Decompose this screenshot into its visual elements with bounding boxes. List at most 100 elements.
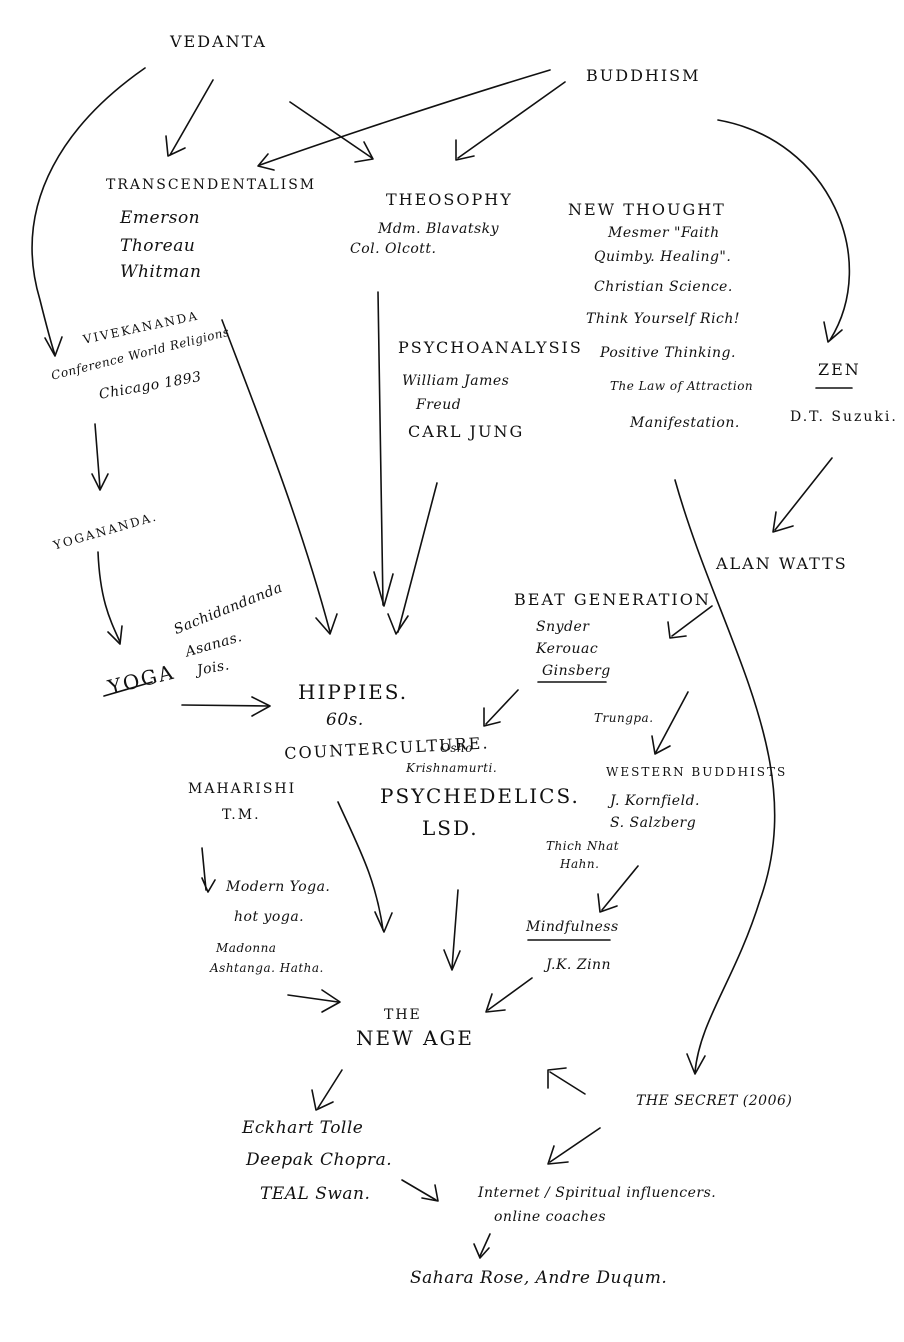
guru-deepak-chopra: Deepak Chopra. <box>246 1150 393 1170</box>
arrowhead <box>311 1089 334 1111</box>
guru-eckhart-tolle: Eckhart Tolle <box>242 1118 364 1138</box>
arrowhead <box>651 735 671 755</box>
node-zen-title: ZEN <box>818 360 861 379</box>
psychedelics: PSYCHEDELICS. <box>380 784 580 808</box>
arrow-secret-to-internet <box>549 1127 601 1163</box>
arrow-yogananda-to-yoga <box>97 551 121 643</box>
node-western-buddhists-title: WESTERN BUDDHISTS <box>606 765 788 779</box>
arrow-vivekananda-to-yogananda <box>94 423 101 489</box>
arrowhead <box>597 893 618 913</box>
arrow-maharishi-to-modern-yoga <box>201 847 207 891</box>
node-new-age-title: NEW AGE <box>356 1026 475 1050</box>
person-ginsberg: Ginsberg <box>542 663 611 679</box>
arrow-theosophy-to-hippies <box>377 291 384 606</box>
maharishi-tm: T.M. <box>222 807 261 823</box>
arrowhead <box>387 613 409 635</box>
person-snyder: Snyder <box>536 619 590 635</box>
arrowhead <box>473 1243 490 1259</box>
arrow-beat-to-hippies <box>485 689 519 725</box>
arrow-thich-nhat-hanh-to-mindfulness <box>601 865 639 911</box>
person-emerson: Emerson <box>120 208 201 228</box>
node-theosophy-title: THEOSOPHY <box>386 190 513 209</box>
online-coaches: online coaches <box>494 1209 607 1225</box>
arrow-beat-to-western-buddhists <box>655 691 689 753</box>
node-maharishi-title: MAHARISHI <box>188 781 297 797</box>
person-thoreau: Thoreau <box>120 236 196 256</box>
node-buddhism: BUDDHISM <box>586 66 701 85</box>
ashtanga-hatha: Ashtanga. Hatha. <box>210 961 324 975</box>
person-whitman: Whitman <box>120 262 202 282</box>
item-mesmer: Mesmer "Faith <box>608 225 720 241</box>
arrowhead <box>201 877 216 893</box>
arrow-buddhism-to-transcendentalism <box>259 69 551 166</box>
madonna: Madonna <box>216 941 277 955</box>
hot-yoga: hot yoga. <box>234 909 305 925</box>
arrow-secret-to-new-age <box>549 1071 586 1095</box>
arrow-new-thought-to-secret <box>674 479 776 1073</box>
arrowhead <box>257 153 275 171</box>
item-law-of-attraction: The Law of Attraction <box>610 379 754 393</box>
person-william-james: William James <box>402 373 510 389</box>
person-freud: Freud <box>416 397 462 413</box>
person-hahn: Hahn. <box>560 857 600 871</box>
node-beat-generation-title: BEAT GENERATION <box>514 590 711 609</box>
teacher-osho: Osho <box>440 741 473 755</box>
person-kerouac: Kerouac <box>536 641 599 657</box>
arrowhead <box>772 511 794 533</box>
node-hippies-title: HIPPIES. <box>298 680 409 704</box>
person-blavatsky: Mdm. Blavatsky <box>378 221 500 237</box>
person-salzberg: S. Salzberg <box>610 815 697 831</box>
arrowhead <box>373 571 394 607</box>
node-the-secret: THE SECRET (2006) <box>636 1093 793 1109</box>
person-olcott: Col. Olcott. <box>350 241 437 257</box>
arrow-mindfulness-to-new-age <box>487 977 533 1011</box>
modern-yoga: Modern Yoga. <box>226 879 331 895</box>
person-jk-zinn: J.K. Zinn <box>546 957 612 973</box>
item-positive-thinking: Positive Thinking. <box>600 345 736 361</box>
arrowhead <box>455 139 475 161</box>
node-transcendentalism-title: TRANSCENDENTALISM <box>106 177 317 193</box>
arrow-zen-to-alan-watts <box>774 457 833 531</box>
arrowhead <box>315 613 338 635</box>
arrow-internet-to-influencers <box>479 1233 491 1257</box>
person-suzuki: D.T. Suzuki. <box>790 409 898 425</box>
node-vedanta: VEDANTA <box>170 32 267 51</box>
arrow-psychoanalysis-to-hippies <box>397 482 438 633</box>
hippies-decade: 60s. <box>326 710 364 730</box>
arrowhead <box>485 993 506 1013</box>
arrowhead <box>44 336 63 357</box>
arrowhead <box>547 1145 569 1165</box>
arrow-counterculture-to-new-age <box>337 801 384 931</box>
yoga-underline <box>103 681 153 697</box>
person-thich-nhat: Thich Nhat <box>546 839 620 853</box>
arrow-vedanta-to-vivekananda <box>31 67 146 356</box>
arrowhead <box>91 473 109 491</box>
arrowhead <box>107 625 123 645</box>
node-alan-watts: ALAN WATTS <box>716 554 848 573</box>
arrow-psychedelics-to-new-age <box>451 889 459 969</box>
item-think-rich: Think Yourself Rich! <box>586 311 741 327</box>
node-final-influencers: Sahara Rose, Andre Duqum. <box>410 1268 668 1288</box>
arrowhead <box>421 1184 439 1202</box>
item-quimby: Quimby. Healing". <box>594 249 732 265</box>
node-new-thought-title: NEW THOUGHT <box>568 200 726 219</box>
person-carl-jung: CARL JUNG <box>408 422 525 441</box>
arrow-modern-yoga-to-new-age <box>287 994 339 1003</box>
arrow-transcendentalism-to-hippies <box>221 319 331 633</box>
arrow-vedanta-to-theosophy <box>289 101 373 159</box>
internet-influencers: Internet / Spiritual influencers. <box>478 1185 717 1201</box>
arrow-gurus-to-internet <box>401 1179 437 1201</box>
arrow-new-age-to-gurus <box>317 1069 343 1109</box>
node-psychoanalysis-title: PSYCHOANALYSIS <box>398 338 583 357</box>
guru-teal-swan: TEAL Swan. <box>260 1184 371 1204</box>
arrowhead <box>165 135 186 157</box>
teacher-krishnamurti: Krishnamurti. <box>406 761 498 775</box>
arrow-yoga-to-hippies <box>181 704 269 707</box>
arrow-buddhism-to-theosophy <box>457 81 566 159</box>
person-trungpa: Trungpa. <box>594 711 654 725</box>
arrowhead <box>483 707 501 727</box>
arrowhead <box>251 696 271 717</box>
arrowhead <box>374 911 393 933</box>
